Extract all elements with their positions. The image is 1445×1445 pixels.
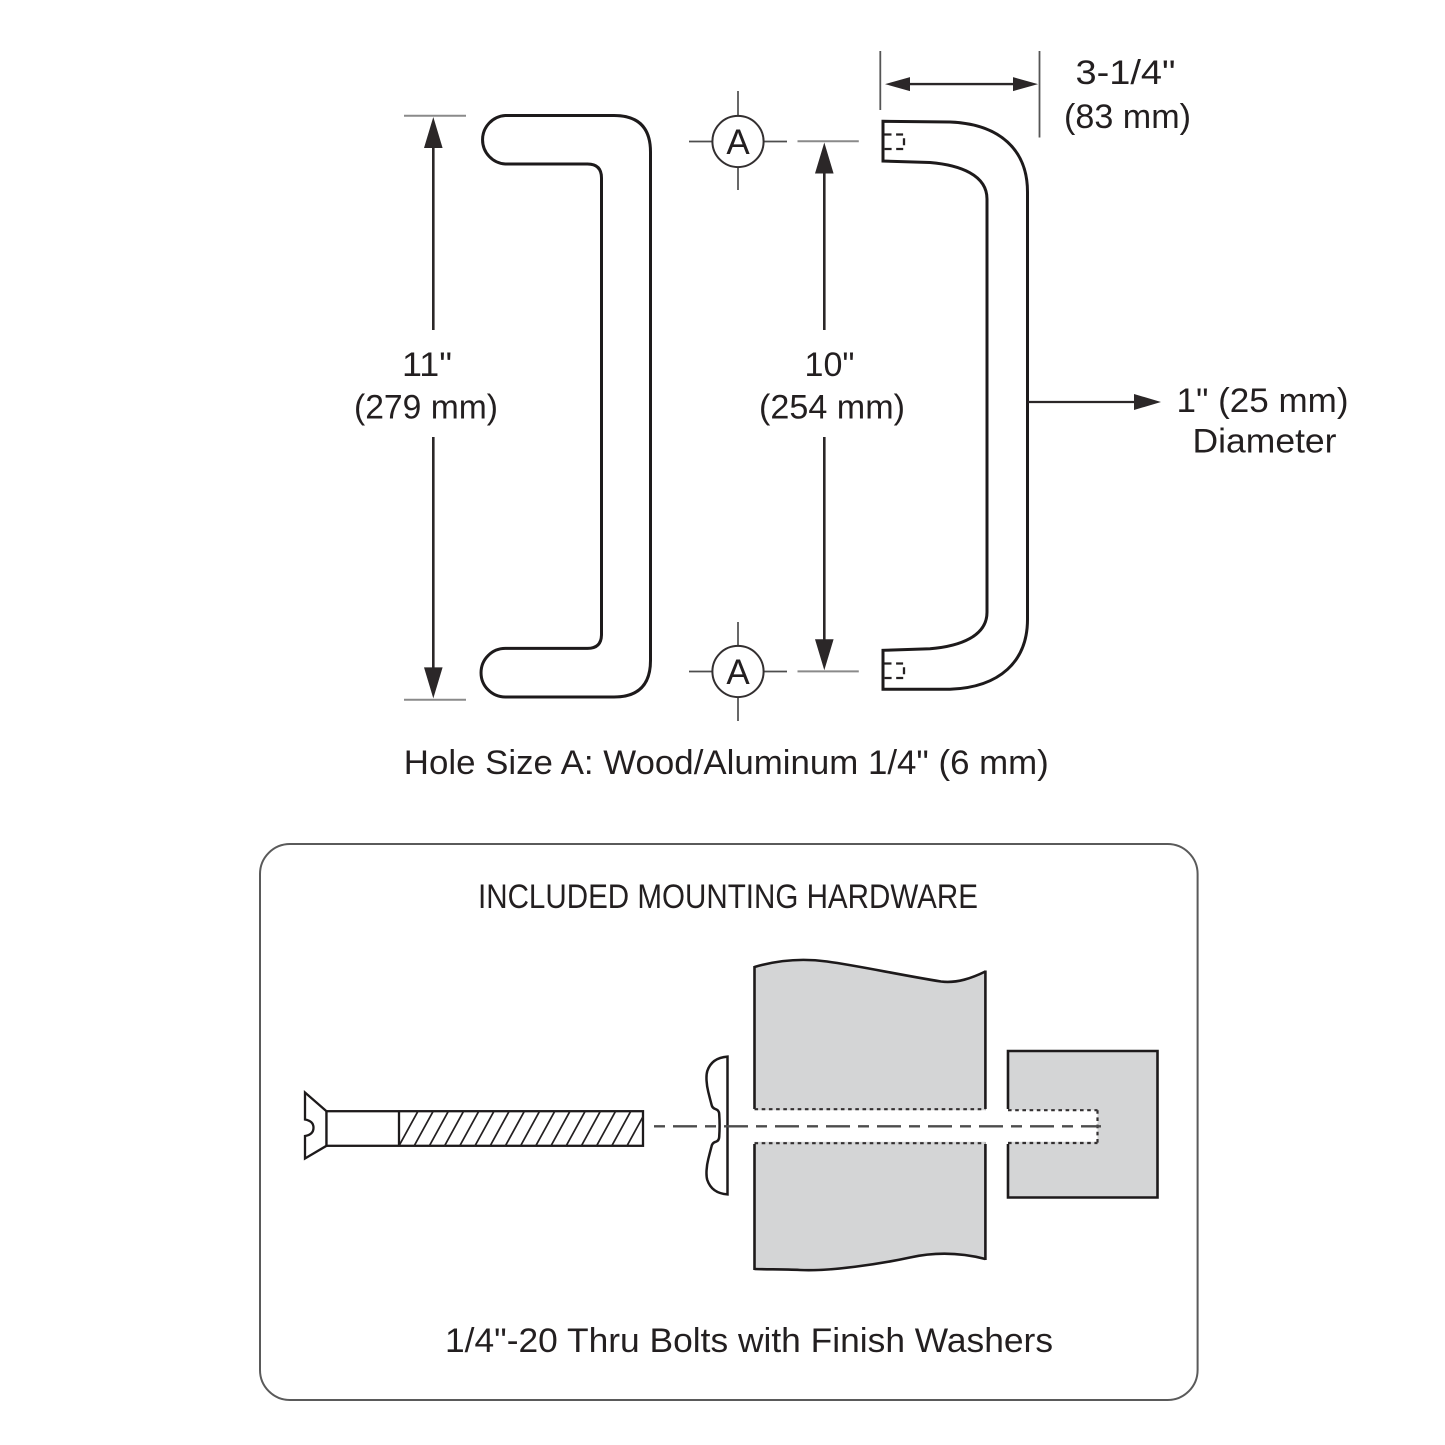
svg-text:10": 10": [805, 346, 855, 384]
svg-text:INCLUDED MOUNTING HARDWARE: INCLUDED MOUNTING HARDWARE: [478, 878, 978, 916]
svg-text:11": 11": [402, 346, 452, 384]
svg-text:1" (25 mm): 1" (25 mm): [1177, 382, 1349, 420]
svg-text:(279 mm): (279 mm): [354, 389, 498, 427]
svg-text:Hole Size A: Wood/Aluminum 1/4: Hole Size A: Wood/Aluminum 1/4" (6 mm): [404, 744, 1049, 782]
svg-text:(254 mm): (254 mm): [759, 389, 905, 427]
svg-text:A: A: [726, 653, 750, 692]
svg-text:3-1/4": 3-1/4": [1076, 54, 1176, 92]
svg-text:A: A: [726, 123, 750, 162]
svg-text:(83 mm): (83 mm): [1064, 98, 1191, 136]
svg-text:Diameter: Diameter: [1193, 423, 1337, 461]
svg-text:1/4"-20 Thru Bolts with Finish: 1/4"-20 Thru Bolts with Finish Washers: [445, 1322, 1053, 1360]
